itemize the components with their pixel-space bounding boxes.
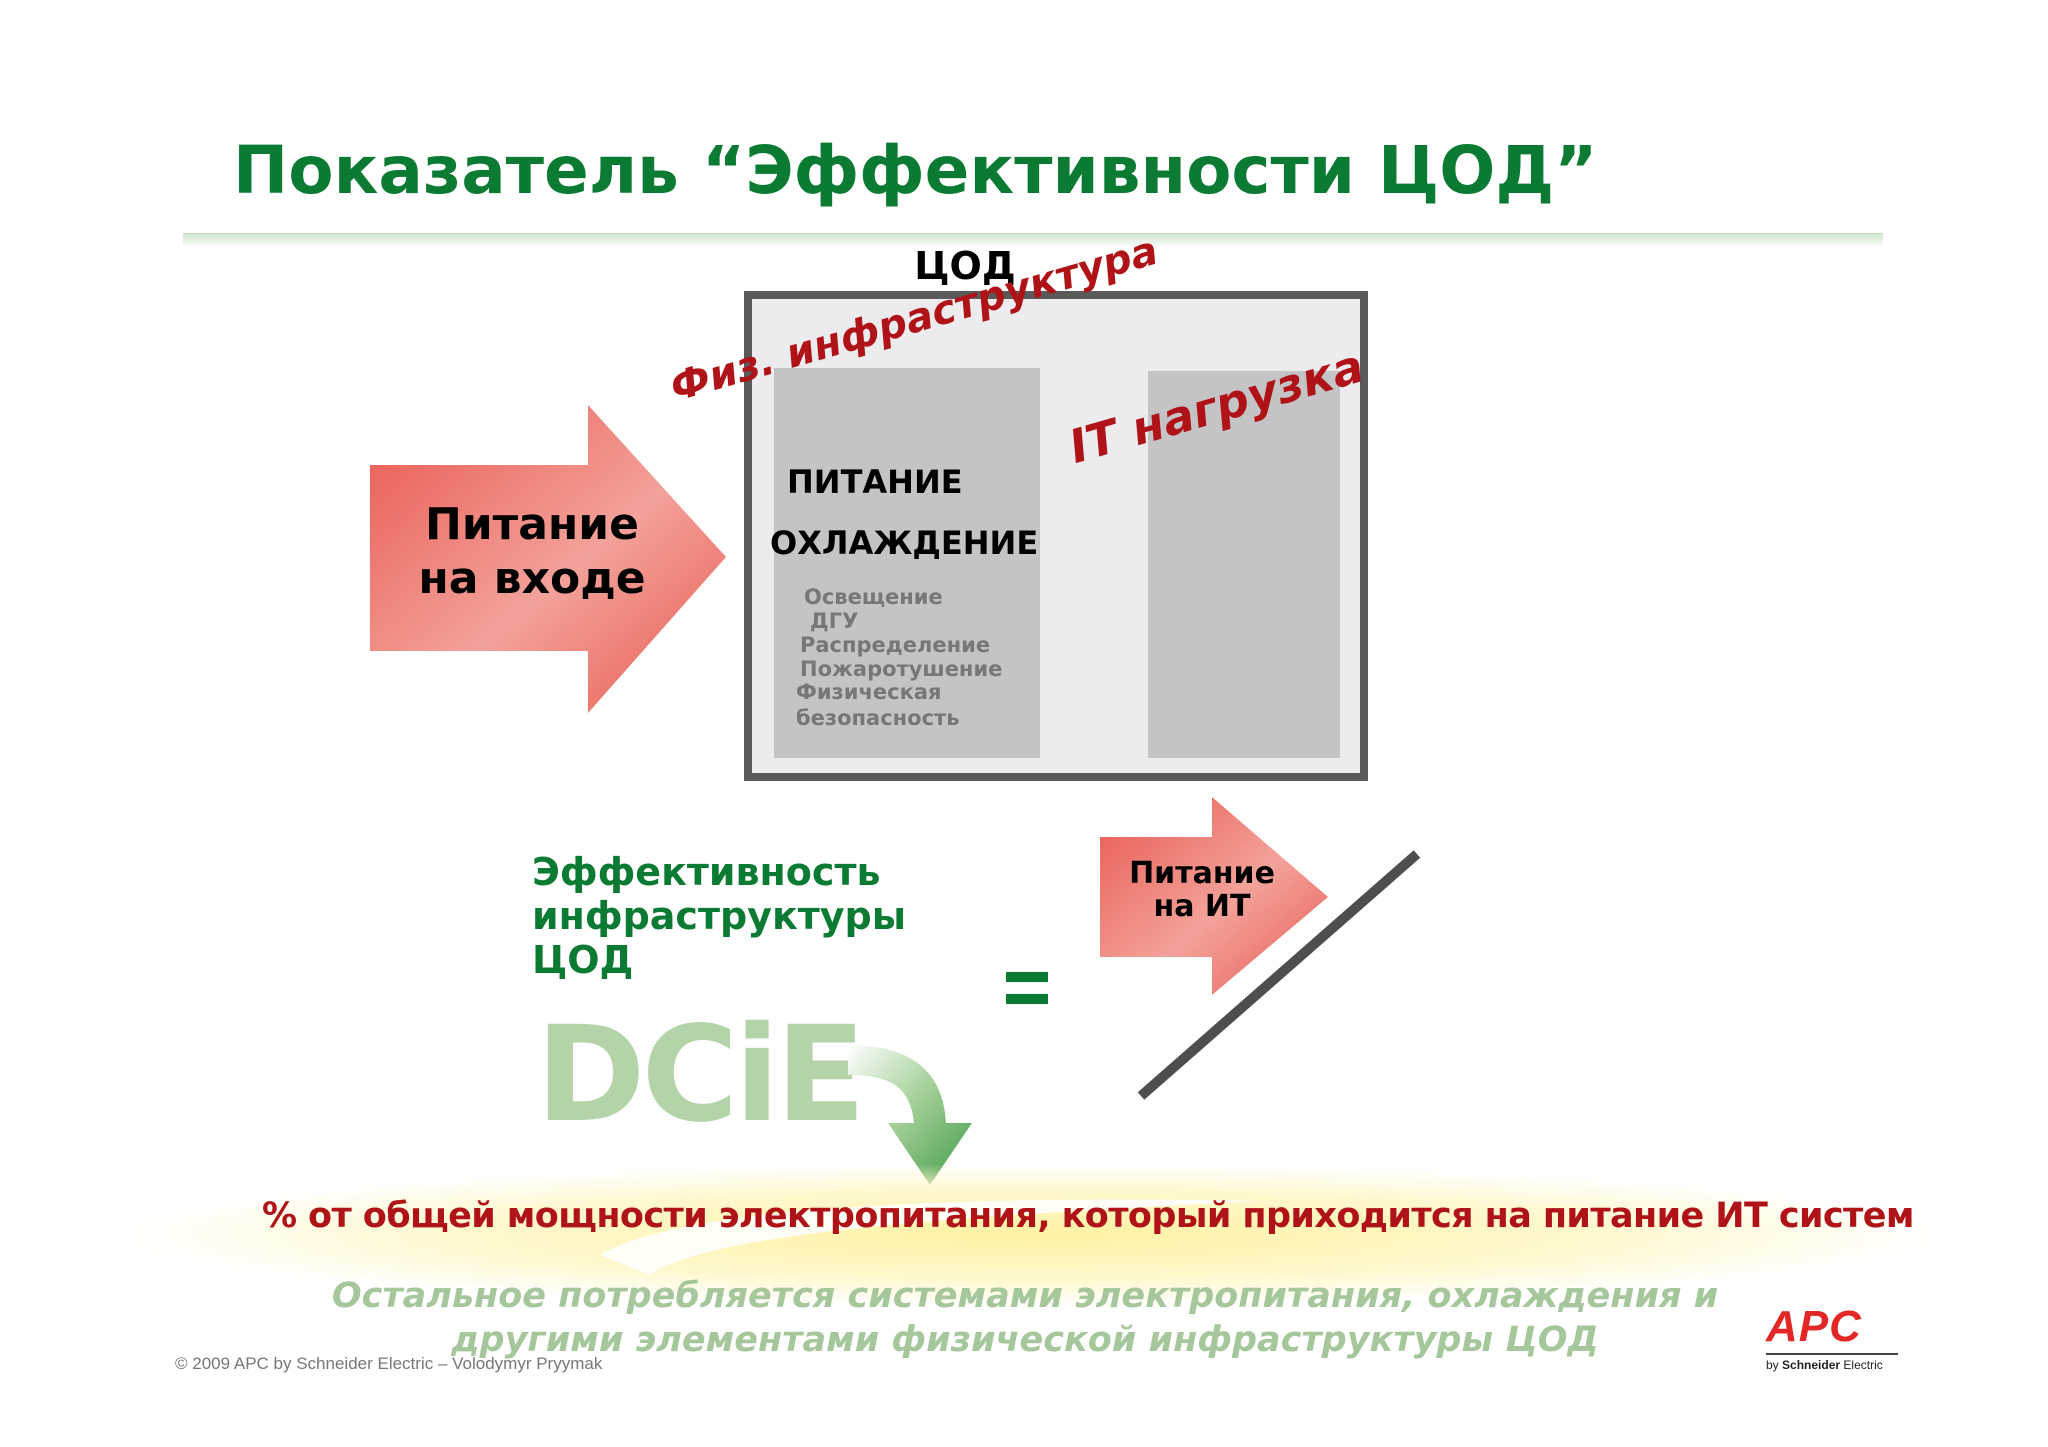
title-divider [183, 233, 1883, 246]
dcie-label-line3: ЦОД [532, 938, 634, 982]
dcie-label-line2: инфраструктуры [532, 894, 907, 938]
input-power-label-line2: на входе [418, 553, 646, 604]
highlight-glow [130, 1165, 1930, 1305]
slide-title: Показатель “Эффективности ЦОД” [233, 132, 1598, 209]
it-power-label-line1: Питание [1129, 856, 1275, 891]
infrastructure-panel [774, 368, 1040, 758]
apc-logo-by: by [1766, 1358, 1779, 1372]
apc-logo: APC by Schneider Electric [1766, 1304, 1898, 1372]
apc-logo-rule [1766, 1353, 1898, 1355]
it-power-arrow-icon [1100, 797, 1328, 995]
input-power-label-line1: Питание [425, 499, 639, 550]
dcie-logo: DCiE [536, 998, 866, 1152]
apc-logo-tagline: by Schneider Electric [1766, 1358, 1898, 1372]
sub-item-generator: ДГУ [810, 609, 859, 633]
remainder-note-line1: Остальное потребляется системами электро… [331, 1276, 1719, 1316]
input-power-label: Питание на входе [392, 498, 672, 606]
decorative-swoosh [600, 1199, 1260, 1275]
apc-logo-brand: Schneider [1782, 1358, 1841, 1372]
it-power-label-line2: на ИТ [1153, 889, 1251, 924]
dcie-definition: % от общей мощности электропитания, кото… [262, 1196, 1914, 1236]
sub-item-distribution: Распределение [800, 633, 991, 657]
sub-item-fire-suppression: Пожаротушение [800, 657, 1003, 681]
power-label: ПИТАНИЕ [787, 463, 963, 501]
sub-item-physical: Физическая [796, 680, 942, 704]
remainder-note: Остальное потребляется системами электро… [250, 1274, 1800, 1362]
curved-down-arrow-icon [848, 1045, 972, 1185]
dcie-label-line1: Эффективность [532, 850, 881, 894]
copyright-notice: © 2009 APC by Schneider Electric – Volod… [175, 1354, 603, 1373]
it-load-panel [1148, 371, 1340, 758]
it-power-label: Питание на ИТ [1112, 857, 1292, 923]
data-center-label: ЦОД [914, 244, 1016, 288]
apc-logo-text: APC [1766, 1302, 1862, 1351]
remainder-note-line2: другими элементами физической инфраструк… [451, 1320, 1599, 1360]
fraction-slash [1137, 850, 1421, 1100]
sub-item-lighting: Освещение [804, 585, 943, 609]
dcie-label: Эффективность инфраструктуры ЦОД [532, 850, 906, 982]
cooling-label: ОХЛАЖДЕНИЕ [770, 524, 1039, 562]
apc-logo-brand2: Electric [1843, 1358, 1883, 1372]
equals-sign-icon [1006, 972, 1048, 1004]
sub-item-security: безопасность [796, 706, 960, 730]
input-power-arrow-icon [370, 405, 726, 713]
